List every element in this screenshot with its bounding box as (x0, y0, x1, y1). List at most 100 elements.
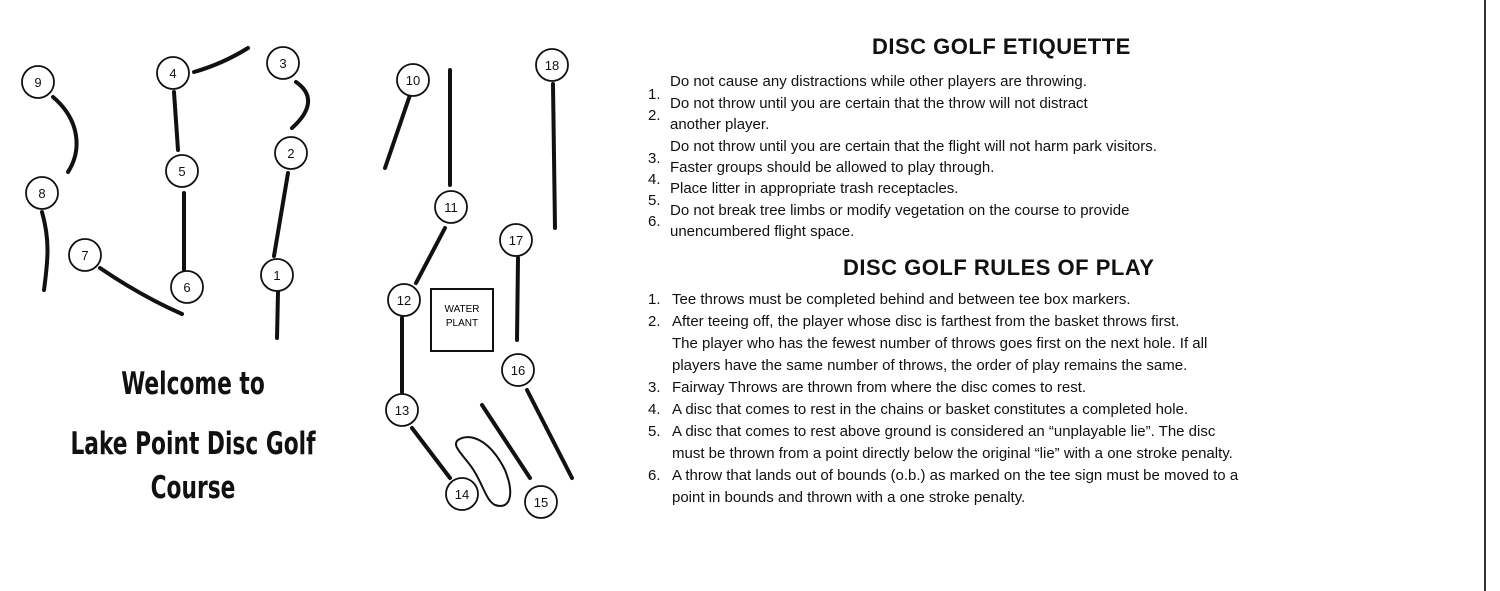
rule-text: Fairway Throws are thrown from where the… (672, 379, 1087, 396)
hole-number: 17 (509, 233, 523, 248)
hole-marker-circle (156, 56, 190, 90)
hole-number: 3 (279, 56, 286, 71)
hole-marker-10: 10 (396, 63, 430, 97)
hole-marker-circle (21, 65, 55, 99)
etiquette-title: DISC GOLF ETIQUETTE (872, 34, 1131, 59)
hole-number: 10 (406, 73, 420, 88)
hole-marker-circle (68, 238, 102, 272)
fairway-2-1 (272, 171, 290, 258)
rule-number: 3. (648, 379, 661, 396)
hole-marker-12: 12 (387, 283, 421, 317)
hole-number: 13 (395, 403, 409, 418)
etiquette-number: 4. (648, 171, 661, 188)
hole-marker-circle (434, 190, 468, 224)
hole-marker-circle (387, 283, 421, 317)
hole-number: 1 (273, 268, 280, 283)
rule-text: A disc that comes to rest above ground i… (672, 423, 1216, 440)
etiquette-line: Do not throw until you are certain that … (670, 95, 1088, 112)
hole-number: 7 (81, 248, 88, 263)
hole-marker-7: 7 (68, 238, 102, 272)
rule-item: 2. After teeing off, the player whose dis… (648, 313, 1179, 331)
hole-number: 5 (178, 164, 185, 179)
pond (454, 436, 512, 507)
course-name-heading: Lake Point Disc Golf Course (70, 426, 316, 506)
rule-number: 4. (648, 401, 661, 418)
rule-number: 2. (648, 313, 661, 330)
fairway-10 (383, 93, 412, 170)
hole-marker-16: 16 (501, 353, 535, 387)
building-label-line1: WATER (445, 304, 480, 315)
hole-marker-14: 14 (445, 477, 479, 511)
hole-marker-17: 17 (499, 223, 533, 257)
fairway-4 (192, 46, 250, 74)
hole-number: 8 (38, 186, 45, 201)
rule-item: 6. A throw that lands out of bounds (o.b.… (648, 467, 1238, 485)
hole-number: 6 (183, 280, 190, 295)
etiquette-line: Do not cause any distractions while othe… (670, 73, 1087, 90)
hole-marker-4: 4 (156, 56, 190, 90)
rule-text: After teeing off, the player whose disc … (672, 313, 1180, 330)
hole-number: 4 (169, 66, 176, 81)
fairway-18 (551, 82, 557, 230)
fairway-4-5 (172, 90, 180, 152)
rule-text-continued: players have the same number of throws, … (672, 357, 1188, 374)
hole-marker-circle (445, 477, 479, 511)
etiquette-line: another player. (670, 116, 770, 133)
hole-marker-18: 18 (535, 48, 569, 82)
fairway-17 (515, 256, 520, 342)
hole-marker-1: 1 (260, 258, 294, 292)
hole-marker-5: 5 (165, 154, 199, 188)
fairway-13-14 (410, 426, 452, 480)
fairway-11-12 (414, 226, 447, 285)
etiquette-line: Faster groups should be allowed to play … (670, 159, 995, 176)
page-edge-line (1484, 0, 1486, 591)
hole-marker-circle (396, 63, 430, 97)
rule-text: A throw that lands out of bounds (o.b.) … (672, 467, 1239, 484)
etiquette-number: 1. (648, 86, 661, 103)
hole-marker-circle (266, 46, 300, 80)
fairway-15 (480, 403, 532, 480)
hole-number: 2 (287, 146, 294, 161)
hole-marker-13: 13 (385, 393, 419, 427)
rule-number: 5. (648, 423, 661, 440)
hole-marker-circle (501, 353, 535, 387)
rule-text-continued: must be thrown from a point directly bel… (672, 445, 1233, 462)
fairway-7 (98, 266, 184, 316)
hole-number: 11 (444, 200, 458, 215)
fairway-8 (40, 210, 50, 292)
rule-item: 4.A disc that comes to rest in the chain… (648, 401, 1188, 419)
hole-marker-11: 11 (434, 190, 468, 224)
etiquette-number: 6. (648, 213, 661, 230)
hole-marker-circle (274, 136, 308, 170)
rule-item: 5. A disc that comes to rest above ground… (648, 423, 1215, 441)
rule-number: 6. (648, 467, 661, 484)
etiquette-line: unencumbered flight space. (670, 223, 855, 240)
hole-marker-8: 8 (25, 176, 59, 210)
hole-marker-circle (260, 258, 294, 292)
hole-number: 14 (455, 487, 469, 502)
hole-number: 15 (534, 495, 548, 510)
fairway-9 (51, 95, 79, 174)
fairway-1 (275, 290, 280, 340)
hole-marker-6: 6 (170, 270, 204, 304)
hole-marker-15: 15 (524, 485, 558, 519)
rule-text-continued: The player who has the fewest number of … (672, 335, 1208, 352)
etiquette-number: 5. (648, 192, 661, 209)
hole-marker-2: 2 (274, 136, 308, 170)
rules-title: DISC GOLF RULES OF PLAY (843, 255, 1155, 280)
hole-marker-circle (170, 270, 204, 304)
rule-number: 1. (648, 291, 661, 308)
building-label-line2: PLANT (446, 318, 478, 329)
rule-item: 3. Fairway Throws are thrown from where t… (648, 379, 1086, 397)
hole-marker-circle (499, 223, 533, 257)
welcome-heading: Welcome to (121, 366, 265, 402)
rule-text-continued: point in bounds and thrown with a one st… (672, 489, 1026, 506)
rule-item: 1.Tee throws must be completed behind an… (648, 291, 1131, 309)
etiquette-line: Do not break tree limbs or modify vegeta… (670, 202, 1130, 219)
etiquette-line: Do not throw until you are certain that … (670, 138, 1157, 155)
hole-marker-9: 9 (21, 65, 55, 99)
hole-number: 16 (511, 363, 525, 378)
hole-marker-circle (385, 393, 419, 427)
etiquette-number: 3. (648, 150, 661, 167)
